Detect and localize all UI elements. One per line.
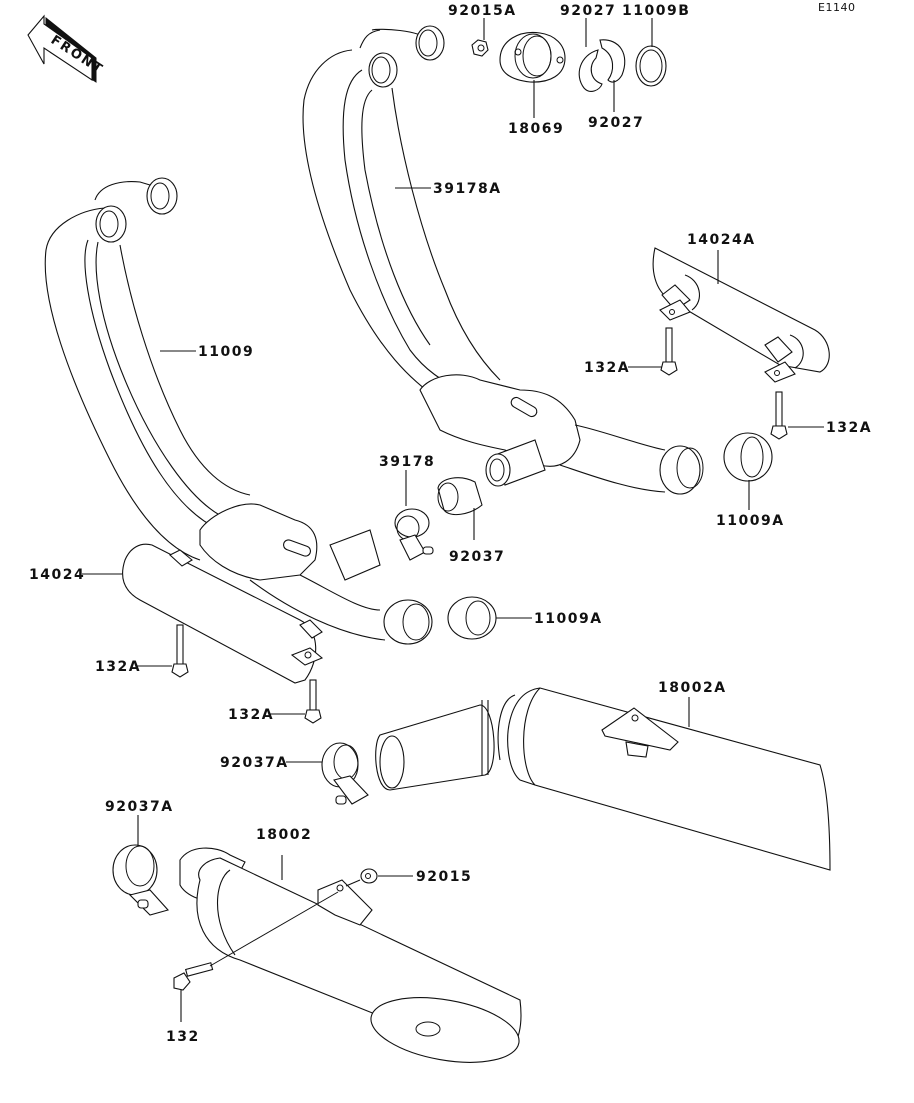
callout-92037A-upper: 92037A (220, 755, 289, 771)
muffler-right (375, 687, 831, 871)
clamp-92037 (394, 470, 434, 561)
callout-11009: 92037 (449, 549, 505, 565)
nut-92015 (345, 868, 413, 887)
heat-shield-left (82, 543, 324, 684)
flange-18069 (499, 31, 566, 118)
bolt-132A-right-1 (628, 327, 678, 376)
callout-92027-top: 92027 (560, 3, 616, 19)
callout-39178: 11009 (198, 344, 254, 360)
clamp-92037A-upper (286, 742, 369, 805)
callout-132A-right-1: 132A (584, 360, 630, 376)
gasket-11009 (437, 477, 483, 540)
callout-18002: 18002 (256, 827, 312, 843)
heat-shield-right (652, 247, 830, 383)
collar-92027-left (578, 18, 603, 92)
callout-39178A: 39178A (433, 181, 502, 197)
bolt-132A-left-1 (137, 624, 189, 678)
callout-14024A: 14024A (687, 232, 756, 248)
figure-code: E1140 (818, 1, 855, 14)
muffler-left (179, 847, 522, 1063)
callout-11009A-right: 11009A (716, 513, 785, 529)
gasket-11009A-left (447, 596, 532, 640)
callout-132A-right-2: 132A (826, 420, 872, 436)
collar-92027-right (599, 39, 626, 112)
callout-132A-left-1: 132A (95, 659, 141, 675)
callout-92037: 39178 (379, 454, 435, 470)
gasket-11009B (635, 18, 667, 87)
callout-92015A: 92015A (448, 3, 517, 19)
callout-92015: 92015 (416, 869, 472, 885)
callout-92027-bottom: 92027 (588, 115, 644, 131)
clamp-92037A-lower (112, 815, 170, 916)
header-pipe-left (44, 177, 433, 645)
bolt-132A-left-2 (270, 679, 322, 724)
callout-14024: 14024 (29, 567, 85, 583)
callout-18002A: 18002A (658, 680, 727, 696)
header-pipe-right (302, 25, 704, 495)
callout-92037A-lower: 92037A (105, 799, 174, 815)
nut-92015A (471, 18, 489, 57)
bolt-132A-right-2 (770, 391, 824, 440)
bolt-132 (173, 891, 339, 1022)
callout-11009A-left: 11009A (534, 611, 603, 627)
callout-18069: 18069 (508, 121, 564, 137)
callout-132A-left-2: 132A (228, 707, 274, 723)
gasket-11009A-right (723, 432, 773, 510)
front-arrow-icon: FRONT (27, 14, 106, 83)
callout-11009B: 11009B (622, 3, 690, 19)
callout-132: 132 (166, 1029, 200, 1045)
